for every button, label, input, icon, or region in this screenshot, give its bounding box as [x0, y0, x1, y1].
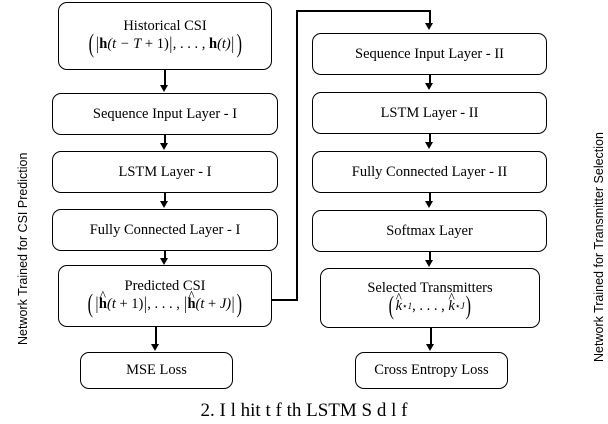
arrowhead-historical-to-seq1	[160, 85, 168, 92]
node-predicted-csi-title: Predicted CSI	[124, 277, 206, 294]
node-mse-loss: MSE Loss	[80, 352, 233, 389]
node-selected-transmitters: Selected Transmitters (^k⋆1, . . . , ^k⋆…	[320, 268, 540, 328]
feedback-segment-right	[272, 299, 298, 301]
node-sequence-input-layer-i: Sequence Input Layer - I	[52, 93, 278, 135]
arrowhead-lstm2-to-fc2	[425, 142, 433, 149]
arrowhead-seq2-to-lstm2	[425, 83, 433, 90]
connector-historical-to-seq1	[164, 70, 166, 86]
connector-seq2-to-lstm2	[429, 75, 431, 84]
arrowhead-fc2-to-softmax	[425, 201, 433, 208]
node-sequence-input-layer-ii: Sequence Input Layer - II	[312, 33, 547, 75]
node-softmax-layer: Softmax Layer	[312, 210, 547, 252]
node-cross-entropy-loss-title: Cross Entropy Loss	[374, 362, 489, 379]
connector-lstm2-to-fc2	[429, 134, 431, 143]
feedback-segment-riser	[296, 10, 298, 301]
feedback-segment-top	[296, 10, 430, 12]
arrowhead-feedback-to-seq2	[425, 23, 433, 30]
node-predicted-csi-formula: (|^h(t + 1)|, . . . , |^h(t + J)|)	[87, 288, 243, 318]
node-fully-connected-layer-ii: Fully Connected Layer - II	[312, 151, 547, 193]
feedback-segment-drop	[429, 10, 431, 24]
node-selected-transmitters-title: Selected Transmitters	[367, 279, 493, 296]
figure-caption: 2. I l hit t f th LSTM S d l f	[200, 400, 408, 421]
node-fully-connected-layer-ii-title: Fully Connected Layer - II	[351, 163, 508, 180]
arrowhead-softmax-to-selected	[425, 260, 433, 267]
node-lstm-layer-ii-title: LSTM Layer - II	[380, 104, 479, 121]
arrowhead-selected-to-crossentropy	[426, 344, 434, 351]
node-fully-connected-layer-i: Fully Connected Layer - I	[52, 209, 278, 251]
connector-fc2-to-softmax	[429, 193, 431, 202]
node-predicted-csi: Predicted CSI (|^h(t + 1)|, . . . , |^h(…	[58, 265, 272, 327]
node-selected-transmitters-formula: (^k⋆1, . . . , ^k⋆J)	[388, 290, 472, 320]
node-cross-entropy-loss: Cross Entropy Loss	[355, 352, 508, 389]
node-sequence-input-layer-ii-title: Sequence Input Layer - II	[355, 45, 504, 62]
connector-softmax-to-selected	[429, 252, 431, 261]
node-historical-csi-title: Historical CSI	[123, 17, 207, 34]
node-lstm-layer-i: LSTM Layer - I	[52, 151, 278, 193]
side-label-right: Network Trained for Transmitter Selectio…	[592, 132, 606, 362]
node-sequence-input-layer-i-title: Sequence Input Layer - I	[92, 105, 238, 122]
connector-seq1-to-lstm1	[164, 135, 166, 144]
connector-predicted-to-mse	[155, 327, 157, 344]
arrowhead-lstm1-to-fc1	[160, 201, 168, 208]
arrowhead-fc1-to-predicted	[160, 258, 168, 265]
connector-lstm1-to-fc1	[164, 193, 166, 202]
node-historical-csi-formula: (|h(t − T + 1)|, . . . , h(t)|)	[88, 28, 242, 58]
node-softmax-layer-title: Softmax Layer	[386, 222, 473, 239]
connector-fc1-to-predicted	[164, 251, 166, 259]
arrowhead-seq1-to-lstm1	[160, 143, 168, 150]
node-fully-connected-layer-i-title: Fully Connected Layer - I	[89, 221, 241, 238]
connector-selected-to-crossentropy	[430, 328, 432, 344]
node-mse-loss-title: MSE Loss	[126, 362, 187, 379]
arrowhead-predicted-to-mse	[151, 344, 159, 351]
node-historical-csi: Historical CSI (|h(t − T + 1)|, . . . , …	[58, 2, 272, 70]
node-lstm-layer-ii: LSTM Layer - II	[312, 92, 547, 134]
side-label-left: Network Trained for CSI Prediction	[16, 152, 30, 345]
node-lstm-layer-i-title: LSTM Layer - I	[118, 163, 212, 180]
